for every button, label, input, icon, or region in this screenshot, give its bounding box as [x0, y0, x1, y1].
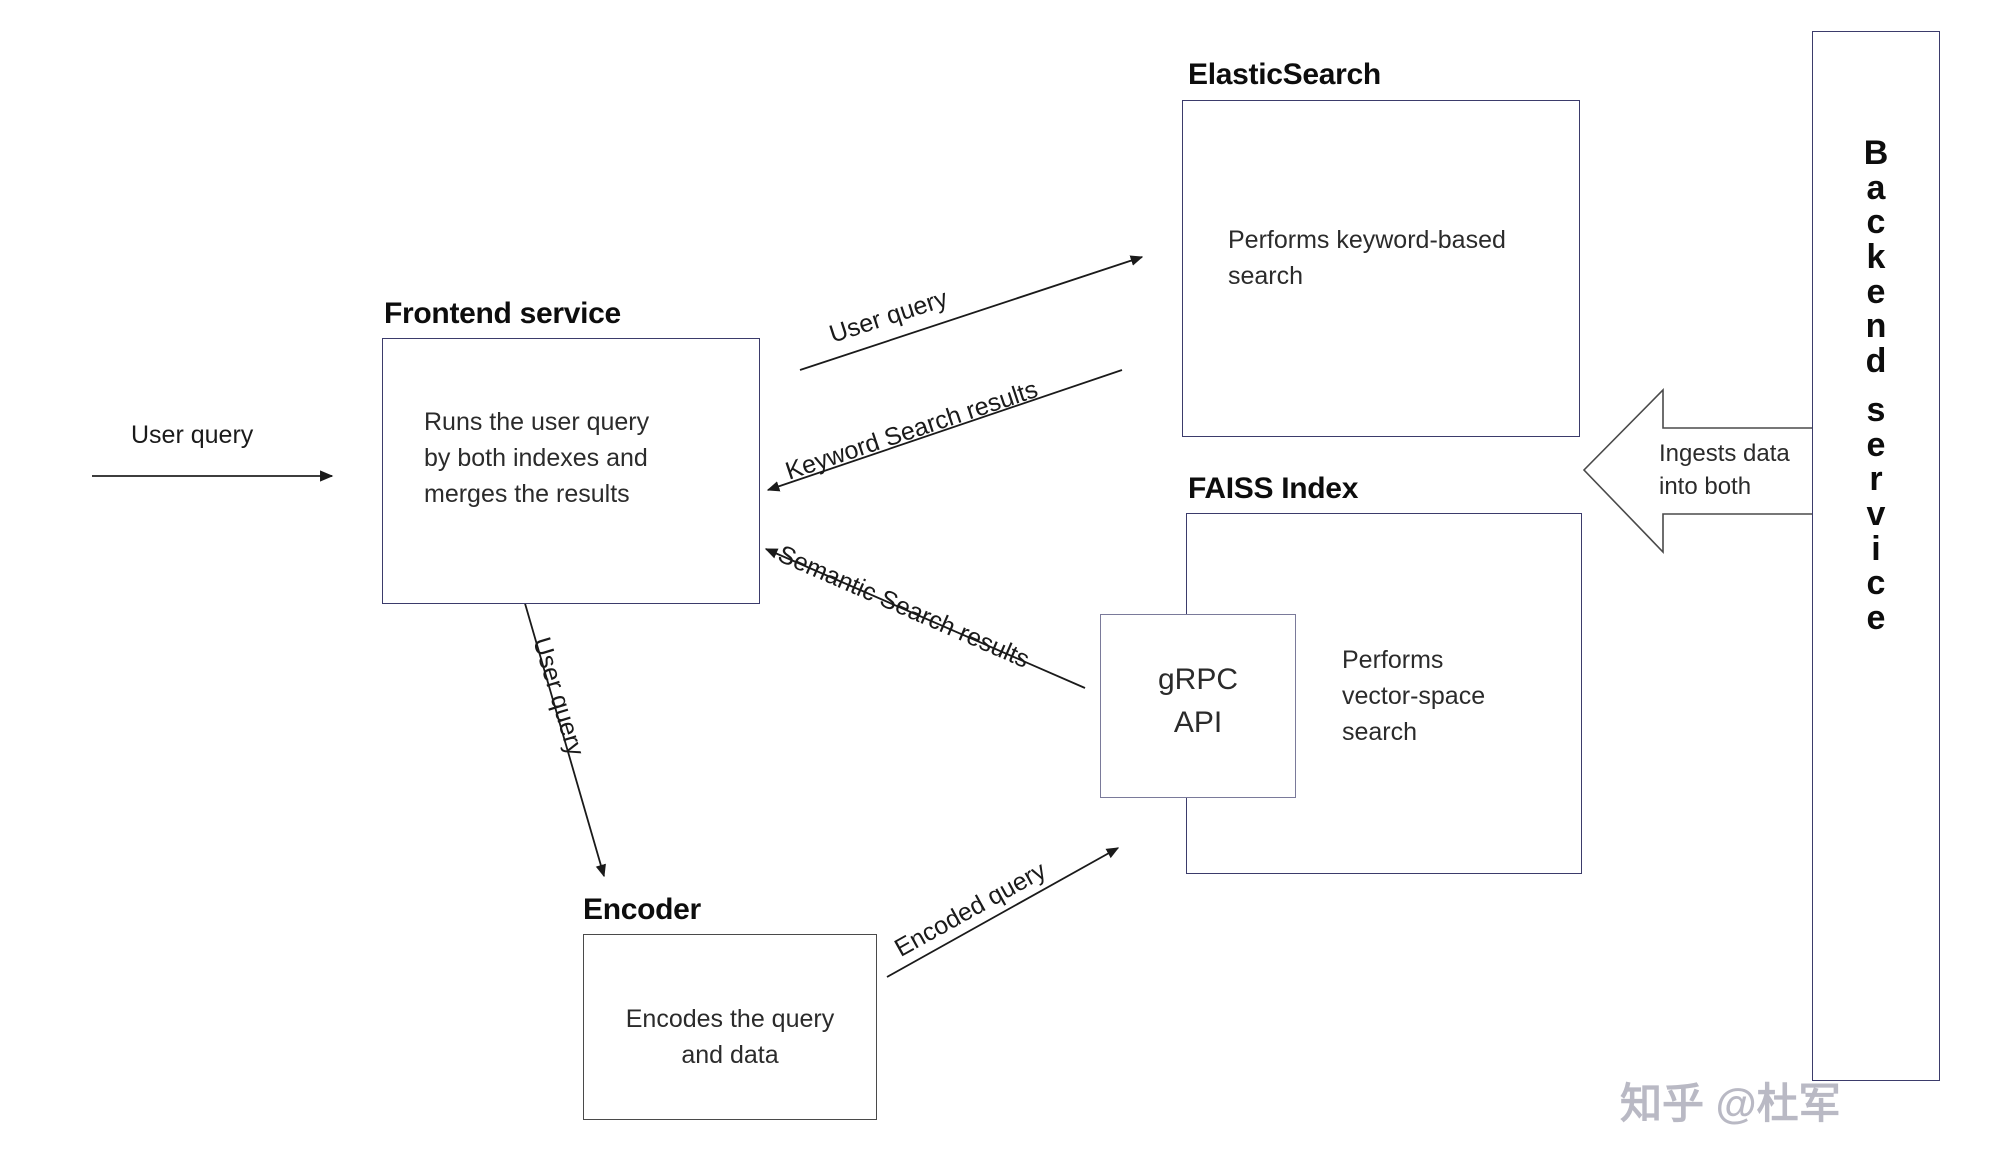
frontend-body-line-2: by both indexes and [424, 444, 648, 472]
grpc-api-box[interactable] [1100, 614, 1296, 798]
watermark: 知乎 @杜军 [1620, 1080, 1841, 1127]
frontend-body-line-1: Runs the user query [424, 408, 650, 436]
backend-letter-9: e [1866, 425, 1886, 464]
elasticsearch-box[interactable] [1182, 100, 1580, 437]
backend-letter-4: e [1866, 272, 1886, 311]
backend-letter-11: v [1866, 494, 1886, 533]
faiss-index-title: FAISS Index [1188, 472, 1359, 505]
edge-label-frontend-to-elasticsearch: User query [826, 284, 951, 349]
encoder-title: Encoder [583, 893, 701, 926]
edge-label-frontend-to-encoder: User query [527, 634, 590, 760]
faiss-index-body: Performs vector-space search [1342, 642, 1572, 750]
frontend-service-box[interactable] [382, 338, 760, 604]
backend-service-label: B a c k e n d s e r v i c e [1812, 136, 1940, 636]
frontend-service-title: Frontend service [384, 297, 621, 330]
grpc-api-line-1: gRPC [1157, 663, 1239, 696]
faiss-body-line-3: search [1342, 718, 1418, 746]
elasticsearch-body-line-2: search [1228, 262, 1304, 290]
backend-letter-13: c [1866, 564, 1886, 603]
frontend-service-body: Runs the user query by both indexes and … [424, 404, 724, 512]
edge-label-input-user-query: User query [131, 421, 254, 449]
ingests-line-1: Ingests data [1659, 440, 1790, 467]
edge-label-ingests-data: Ingests data into both [1659, 438, 1829, 503]
edge-label-semantic-search-results: Semantic Search results [773, 540, 1034, 674]
arrow-encoder-to-grpc [886, 847, 1120, 978]
backend-letter-14: e [1866, 599, 1886, 637]
encoder-body: Encodes the query and data [591, 1001, 869, 1073]
backend-letter-12: i [1871, 529, 1881, 568]
backend-letter-3: k [1866, 238, 1886, 277]
backend-letter-10: r [1869, 460, 1883, 499]
elasticsearch-body: Performs keyword-based search [1228, 222, 1568, 294]
encoder-box[interactable] [583, 934, 877, 1120]
backend-letter-8: s [1866, 390, 1886, 429]
edge-label-keyword-search-results: Keyword Search results [782, 375, 1042, 486]
backend-service-box[interactable] [1812, 31, 1940, 1081]
grpc-api-label: gRPC API [1100, 658, 1296, 744]
faiss-body-line-2: vector-space [1342, 682, 1486, 710]
faiss-body-line-1: Performs [1342, 646, 1444, 674]
elasticsearch-body-line-1: Performs keyword-based [1228, 226, 1506, 254]
backend-letter-0: B [1863, 134, 1889, 172]
encoder-body-line-1: Encodes the query [625, 1005, 835, 1033]
backend-letter-6: d [1865, 342, 1887, 381]
encoder-body-line-2: and data [681, 1041, 779, 1069]
grpc-api-line-2: API [1173, 706, 1223, 740]
ingests-line-2: into both [1659, 472, 1752, 500]
edge-label-encoded-query: Encoded query [890, 856, 1051, 963]
backend-letter-2: c [1866, 203, 1886, 242]
backend-letter-5: n [1865, 307, 1887, 346]
frontend-body-line-3: merges the results [424, 480, 630, 508]
elasticsearch-title: ElasticSearch [1188, 58, 1381, 91]
backend-letter-1: a [1866, 168, 1886, 207]
